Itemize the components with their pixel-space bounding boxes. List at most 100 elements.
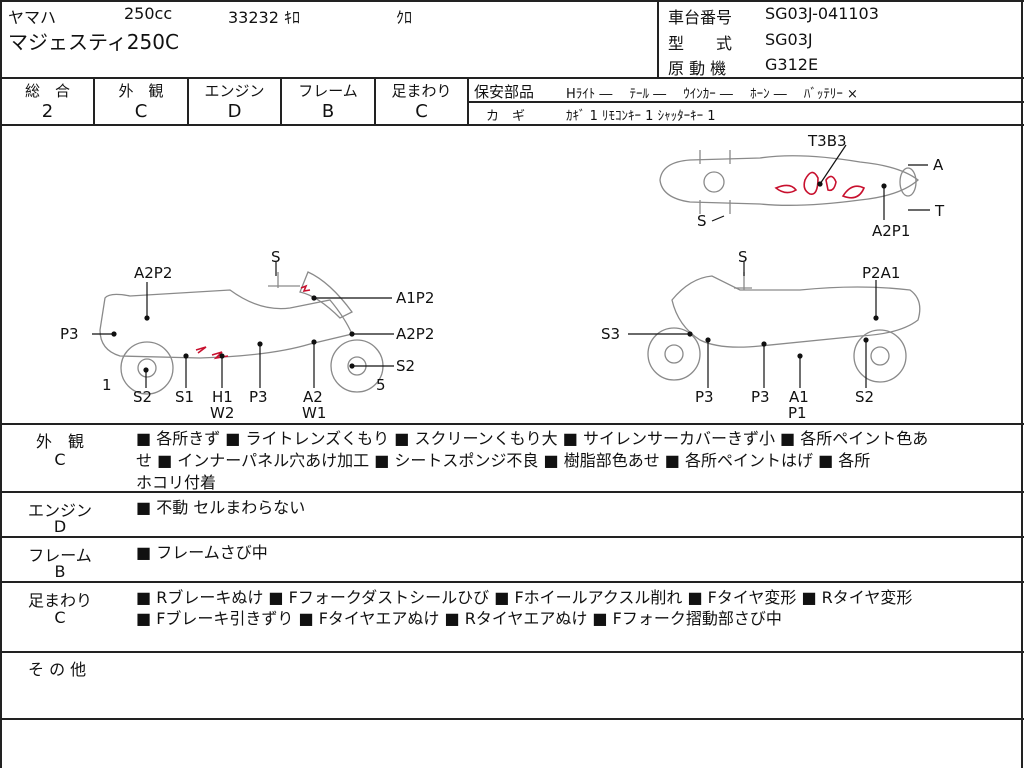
mileage: 33232 ｷﾛ	[228, 8, 300, 27]
divider	[0, 651, 1024, 653]
divider	[0, 124, 1024, 126]
damage-mark	[825, 175, 837, 192]
divider	[0, 718, 1024, 720]
chassis-number: SG03J-041103	[765, 4, 879, 23]
left-body	[99, 289, 353, 359]
diagram-label: P3	[695, 388, 714, 406]
diagram-label: 5	[376, 376, 386, 394]
grade-suspension-label: 足まわり	[391, 82, 452, 100]
chassis-label: 車台番号	[668, 8, 733, 27]
grade-appearance-label: 外 観	[118, 82, 164, 100]
type-label: 型 式	[668, 34, 733, 53]
divider	[0, 0, 2, 768]
diagram-label: P3	[60, 325, 79, 343]
divider	[187, 77, 189, 125]
right-front-wheel	[647, 327, 701, 381]
diagram-label: S3	[601, 325, 620, 343]
diagram-label: S2	[855, 388, 874, 406]
diagram-label: S2	[133, 388, 152, 406]
diagram-label: P2A1	[862, 264, 900, 282]
grade-frame-value: B	[321, 101, 335, 122]
divider	[0, 491, 1024, 493]
diagram-label: S	[271, 248, 281, 266]
diagram-label: A1P2	[396, 289, 434, 307]
diagram-label: T	[934, 202, 945, 220]
engine-model-value: G312E	[765, 55, 819, 74]
divider	[0, 77, 1024, 79]
left-rear-wheel	[120, 341, 174, 395]
suspension-notes-line1: ■ Rブレーキぬけ ■ Fフォークダストシールひび ■ Fホイールアクスル削れ …	[136, 588, 913, 607]
diagram-label: W1	[302, 404, 326, 422]
diagram-label: S	[738, 248, 748, 266]
top-view-body	[659, 155, 920, 206]
diagram-label: A2P2	[134, 264, 172, 282]
safety-items: Hﾗｲﾄ ― ﾃｰﾙ ― ｳｲﾝｶｰ ― ﾎｰﾝ ― ﾊﾞｯﾃﾘｰ ×	[566, 87, 858, 102]
diagram-label: 1	[102, 376, 112, 394]
body-color: ｸﾛ	[396, 8, 413, 27]
key-label: カ ギ	[486, 109, 526, 124]
diagram-label: A2	[303, 388, 323, 406]
diagram-label: P1	[788, 404, 807, 422]
suspension-grade: C	[54, 608, 66, 627]
damage-diagram: T3B3 A T S A2P1 S A2P2 A1P2 A2P2 P3 S2 1…	[60, 132, 945, 422]
frame-grade: B	[54, 562, 66, 581]
diagram-label: T3B3	[807, 132, 847, 150]
diagram-label: A2P1	[872, 222, 910, 240]
frame-label: フレーム	[28, 546, 92, 565]
divider	[280, 77, 282, 125]
engine-notes: ■ 不動 セルまわらない	[136, 498, 306, 517]
divider	[374, 77, 376, 125]
top-view-headlight	[703, 171, 725, 193]
grade-suspension-value: C	[415, 101, 428, 122]
suspension-notes-line2: ■ Fブレーキ引きずり ■ Fタイヤエアぬけ ■ Rタイヤエアぬけ ■ Fフォー…	[136, 609, 782, 628]
diagram-label: H1	[212, 388, 233, 406]
engine-model-label: 原 動 機	[668, 59, 727, 78]
appearance-grade: C	[54, 450, 66, 469]
diagram-label: A1	[789, 388, 809, 406]
divider	[468, 101, 1024, 103]
maker: ヤマハ	[8, 8, 57, 27]
divider	[0, 536, 1024, 538]
grade-total-label: 総 合	[24, 82, 70, 100]
divider	[0, 0, 1024, 2]
grade-total-value: 2	[41, 101, 54, 122]
divider	[1021, 0, 1023, 768]
appearance-notes-line1: ■ 各所きず ■ ライトレンズくもり ■ スクリーンくもり大 ■ サイレンサーカ…	[136, 429, 929, 448]
grade-appearance-value: C	[134, 101, 148, 122]
divider	[467, 77, 469, 125]
damage-mark	[195, 346, 207, 354]
safety-label: 保安部品	[474, 83, 535, 101]
type-value: SG03J	[765, 30, 813, 49]
diagram-label: P3	[751, 388, 770, 406]
diagram-label: S	[697, 212, 707, 230]
divider	[0, 423, 1024, 425]
engine-grade: D	[53, 517, 67, 536]
diagram-label: A2P2	[396, 325, 434, 343]
top-view-tail	[899, 167, 917, 197]
damage-mark	[841, 185, 866, 199]
key-items: ｶｷﾞ 1 ﾘﾓｺﾝｷｰ 1 ｼｬｯﾀｰｷｰ 1	[566, 109, 716, 124]
divider	[657, 0, 659, 78]
suspension-label: 足まわり	[27, 591, 92, 610]
appearance-notes-line3: ホコリ付着	[136, 473, 217, 492]
frame-notes: ■ フレームさび中	[136, 543, 268, 562]
grade-frame-label: フレーム	[298, 82, 358, 100]
right-rear-wheel	[853, 329, 907, 383]
model-name: マジェスティ250C	[8, 30, 179, 54]
diagram-label: S1	[175, 388, 194, 406]
top-view-handlebar	[699, 150, 731, 214]
grade-engine-label: エンジン	[204, 82, 265, 100]
displacement: 250cc	[124, 4, 173, 23]
appearance-notes-line2: せ ■ インナーパネル穴あけ加工 ■ シートスポンジ不良 ■ 樹脂部色あせ ■ …	[136, 451, 871, 470]
engine-label: エンジン	[27, 501, 92, 520]
diagram-label: W2	[210, 404, 234, 422]
diagram-label: S2	[396, 357, 415, 375]
damage-mark	[774, 184, 798, 194]
diagram-label: A	[933, 156, 944, 174]
other-label: そ の 他	[28, 660, 87, 679]
diagram-label: P3	[249, 388, 268, 406]
right-body	[671, 275, 921, 348]
divider	[0, 581, 1024, 583]
divider	[93, 77, 95, 125]
